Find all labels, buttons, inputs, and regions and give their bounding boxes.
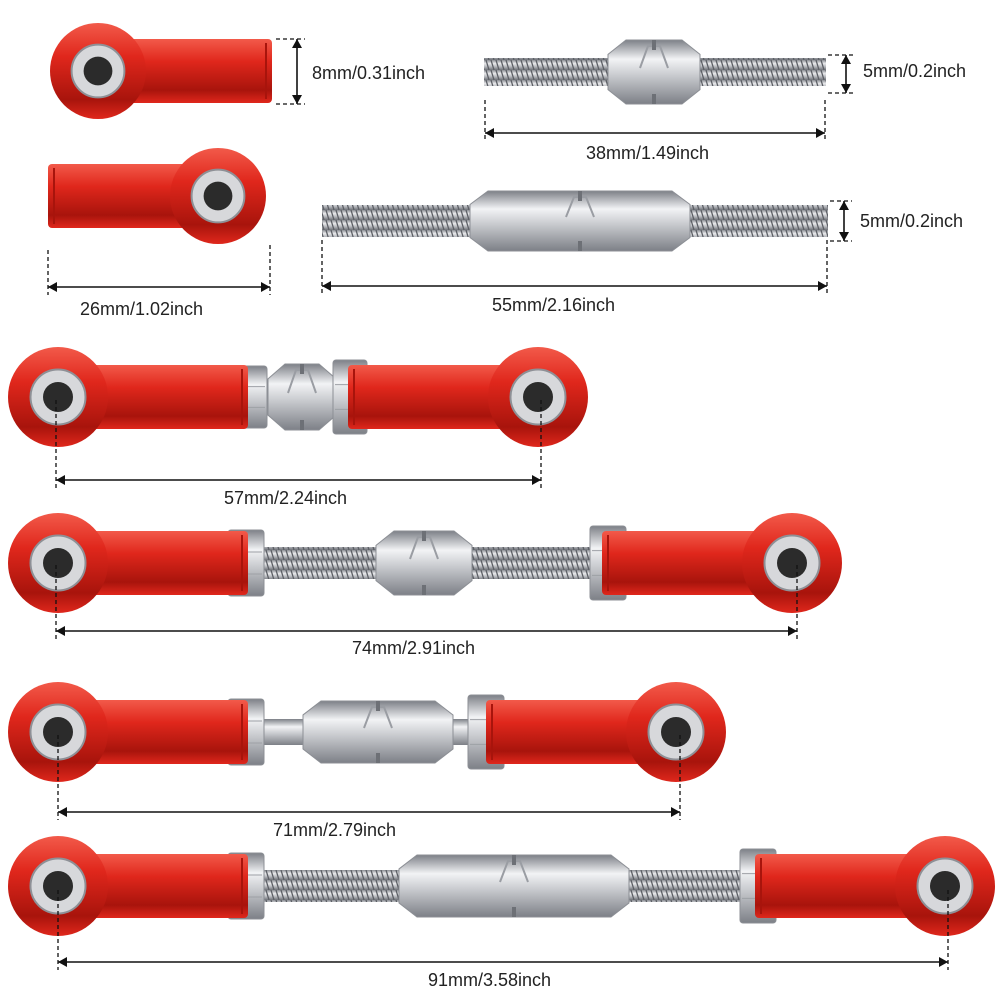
rod-end-icon-top xyxy=(50,23,272,119)
turnbuckle-short-length-label: 38mm/1.49inch xyxy=(586,143,710,163)
thread-section xyxy=(322,205,470,237)
ball-hole xyxy=(930,871,960,901)
assembly-71mm-dimension xyxy=(57,735,681,820)
assembly-91mm-icon xyxy=(8,836,995,936)
rod-end-body xyxy=(602,531,792,595)
ball-hole xyxy=(777,548,807,578)
rod-end-icon-bottom xyxy=(48,148,266,244)
turnbuckle-center xyxy=(302,700,454,764)
turnbuckle-center xyxy=(607,39,701,105)
turnbuckle-short-icon xyxy=(484,39,826,105)
turnbuckle-center xyxy=(375,530,473,596)
assembly-74mm-dimension xyxy=(55,565,798,639)
rod-end-body xyxy=(58,854,248,918)
assembly-74mm-label: 74mm/2.91inch xyxy=(352,638,476,658)
rod-end-length-dimension xyxy=(47,245,271,295)
rod-end-body xyxy=(58,531,248,595)
thread-section xyxy=(695,58,826,86)
ball-hole xyxy=(83,56,113,86)
ball-hole xyxy=(523,382,553,412)
assembly-57mm-label: 57mm/2.24inch xyxy=(224,488,348,508)
ball-hole xyxy=(203,181,233,211)
turnbuckle-short-length-dimension xyxy=(484,100,826,141)
ball-hole xyxy=(661,717,691,747)
assembly-74mm-icon xyxy=(8,513,842,613)
turnbuckle-long-diameter-dimension xyxy=(830,200,852,242)
rod-end-body xyxy=(58,700,248,764)
thread-section xyxy=(690,205,828,237)
rod-end-length-label: 26mm/1.02inch xyxy=(80,299,204,319)
turnbuckle-center xyxy=(398,854,630,918)
ball-hole xyxy=(43,871,73,901)
ball-hole xyxy=(43,717,73,747)
ball-hole xyxy=(43,548,73,578)
turnbuckle-long-length-label: 55mm/2.16inch xyxy=(492,295,616,315)
turnbuckle-center xyxy=(469,190,691,252)
turnbuckle-long-diameter-label: 5mm/0.2inch xyxy=(860,211,964,231)
rod-end-body xyxy=(755,854,945,918)
assembly-57mm-dimension xyxy=(55,400,542,488)
turnbuckle-long-icon xyxy=(322,190,828,252)
assembly-71mm-label: 71mm/2.79inch xyxy=(273,820,397,840)
turnbuckle-short-diameter-label: 5mm/0.2inch xyxy=(863,61,967,81)
turnbuckle-short-diameter-dimension xyxy=(828,54,854,94)
rod-end-body xyxy=(486,700,676,764)
rod-end-body xyxy=(348,365,538,429)
assembly-91mm-dimension xyxy=(57,890,949,970)
turnbuckle-long-length-dimension xyxy=(321,240,828,294)
ball-hole xyxy=(43,382,73,412)
rod-end-height-dimension xyxy=(276,38,305,105)
assembly-71mm-icon xyxy=(8,682,726,782)
assembly-57mm-icon xyxy=(8,347,588,447)
rod-end-height-label: 8mm/0.31inch xyxy=(312,63,426,83)
assembly-91mm-label: 91mm/3.58inch xyxy=(428,970,552,990)
rod-end-body xyxy=(58,365,248,429)
thread-section xyxy=(484,58,614,86)
